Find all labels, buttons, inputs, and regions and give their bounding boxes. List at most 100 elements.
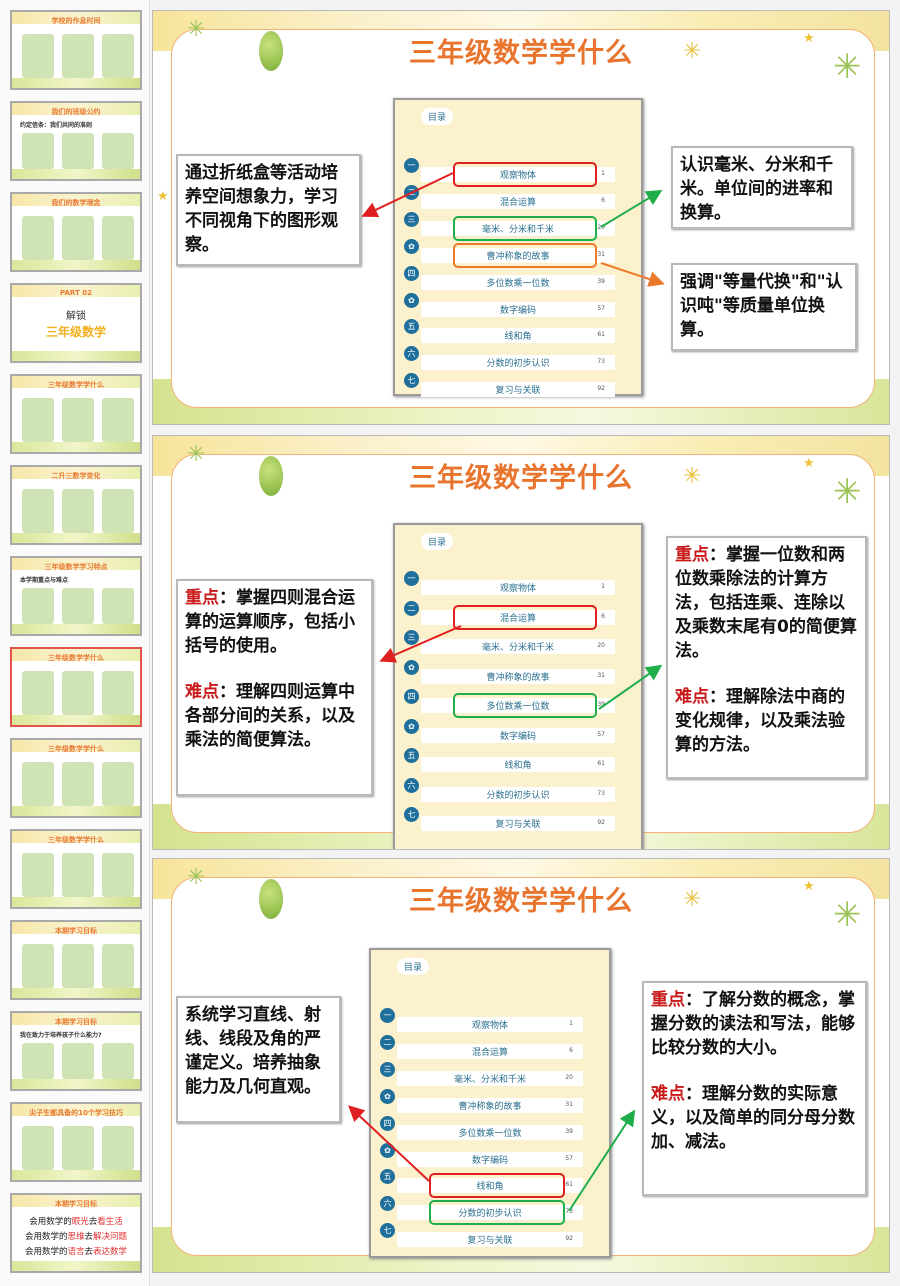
toc-page-number: 39: [597, 701, 605, 708]
toc-label: 观察物体: [499, 171, 536, 181]
difficulty-label: 难点: [675, 687, 709, 707]
slide-title: 三年级数学学什么: [409, 886, 633, 917]
slide-thumbnail[interactable]: 我们的数学理念: [10, 192, 142, 272]
thumbnail-content-block: [22, 1043, 54, 1079]
chapter-marker-icon: 四: [404, 265, 419, 281]
note-right-2: 强调"等量代换"和"认识吨"等质量单位换算。: [671, 263, 857, 351]
thumbnail-subtitle: 我在致力于培养孩子什么能力?: [20, 1032, 102, 1039]
difficulty-label: 难点: [185, 682, 219, 702]
toc-label: 分数的初步认识: [458, 1209, 522, 1220]
chapter-marker-icon: ✿: [380, 1088, 395, 1104]
balloon-icon: [259, 31, 283, 71]
firework-icon: ✳: [833, 472, 862, 512]
thumbnail-content-block: [102, 944, 134, 988]
thumbnail-wash: [12, 103, 140, 115]
slide-thumbnail[interactable]: 二升三数学变化: [10, 465, 142, 545]
chapter-marker-icon: 七: [404, 373, 419, 389]
slide-thumbnail[interactable]: 三年级数学学习特点本学期重点与难点: [10, 556, 142, 636]
thumbnail-content-block: [62, 133, 94, 169]
slide-thumbnail[interactable]: 三年级数学学什么: [10, 374, 142, 454]
chapter-marker-icon: 六: [380, 1196, 395, 1212]
thumbnail-text: 语言: [67, 1247, 85, 1257]
chapter-marker-icon: 三: [380, 1061, 395, 1077]
thumbnail-title: 本期学习目标: [55, 1018, 97, 1026]
chapter-marker-icon: 二: [380, 1034, 395, 1050]
thumbnail-wash: [12, 12, 140, 24]
thumbnail-wash: [12, 897, 140, 907]
connector-arrows: [361, 172, 665, 287]
toc-label: 复习与关联: [495, 820, 541, 830]
toc-page-number: 20: [565, 1073, 573, 1081]
slide-thumbnail[interactable]: 我们的班级公约约定信条：我们共同的准则: [10, 101, 142, 181]
thumbnail-wash: [12, 1079, 140, 1089]
toc-page-number: 57: [565, 1154, 573, 1162]
toc-label: 多位数乘一位数: [486, 702, 550, 712]
thumbnail-title: 三年级数学学习特点: [44, 563, 108, 571]
toc-label: 线和角: [476, 1182, 504, 1193]
slide-thumbnail[interactable]: 学校的作息时间: [10, 10, 142, 90]
thumbnail-wash: [12, 285, 140, 297]
thumbnail-title: 三年级数学学什么: [48, 836, 104, 844]
slide-thumbnail[interactable]: 三年级数学学什么: [10, 647, 142, 727]
textbook-toc-image: 目录一观察物体1二混合运算6三毫米、分米和千米20✿曹冲称象的故事31四多位数乘…: [393, 98, 643, 398]
red-arrow: [379, 625, 462, 663]
slide-thumbnail[interactable]: 本期学习目标会用数学的眼光去看生活会用数学的思维去解决问题会用数学的语言去表达数…: [10, 1193, 142, 1273]
toc-label: 多位数乘一位数: [486, 278, 550, 289]
star-icon: ★: [157, 189, 169, 204]
slide-thumbnail[interactable]: 本期学习目标我在致力于培养孩子什么能力?: [10, 1011, 142, 1091]
thumbnail-content-block: [62, 1043, 94, 1079]
slide-1[interactable]: ✳ ✳ ✳ ★ ★ 三年级数学学什么 目录一观察物体1二混合运算6三毫米、分米和…: [152, 10, 890, 425]
slide-thumbnail[interactable]: 尖子生都具备的10个学习技巧: [10, 1102, 142, 1182]
chapter-marker-icon: 一: [404, 571, 419, 586]
thumbnail-content-block: [22, 762, 54, 806]
thumbnail-wash: [12, 558, 140, 570]
thumbnail-wash: [12, 376, 140, 388]
toc-label: 分数的初步认识: [486, 359, 550, 370]
chapter-marker-icon: 七: [404, 807, 419, 822]
toc-label: 混合运算: [499, 197, 536, 208]
toc-label: 混合运算: [471, 1047, 508, 1058]
chapter-marker-icon: 六: [404, 346, 419, 362]
thumbnail-wash: [12, 922, 140, 934]
thumbnail-wash: [12, 1170, 140, 1180]
thumbnail-content-block: [62, 489, 94, 533]
toc-label: 观察物体: [499, 584, 536, 594]
thumbnail-content-block: [102, 398, 134, 442]
thumbnail-content-block: [22, 1126, 54, 1170]
toc-label: 曹冲称象的故事: [458, 1101, 522, 1112]
toc-label: 数字编码: [499, 305, 536, 316]
toc-page-number: 61: [597, 760, 605, 767]
chapter-marker-icon: 一: [404, 158, 419, 173]
toc-label: 多位数乘一位数: [458, 1128, 522, 1139]
toc-page-number: 6: [601, 196, 605, 204]
balloon-icon: [259, 456, 283, 496]
thumbnail-text: 表达数学: [93, 1247, 128, 1257]
thumbnail-content-block: [102, 853, 134, 897]
slide-thumbnail[interactable]: 三年级数学学什么: [10, 829, 142, 909]
green-arrow: [568, 1109, 636, 1212]
slide-thumbnail[interactable]: 本期学习目标: [10, 920, 142, 1000]
orange-arrow: [600, 262, 665, 287]
thumbnail-title: 三年级数学学什么: [48, 745, 104, 753]
note-left: 通过折纸盒等活动培养空间想象力，学习不同视角下的图形观察。: [176, 154, 361, 266]
thumbnail-content-block: [22, 34, 54, 78]
thumbnail-wash: [12, 624, 140, 634]
firework-icon: ✳: [833, 47, 862, 87]
note-right: 重点：掌握一位数和两位数乘除法的计算方法，包括连乘、连除以及乘数末尾有0的简便算…: [666, 536, 867, 779]
slide-thumbnail[interactable]: 三年级数学学什么: [10, 738, 142, 818]
thumbnail-content-block: [22, 671, 54, 715]
thumbnail-title: 本期学习目标: [55, 927, 97, 935]
